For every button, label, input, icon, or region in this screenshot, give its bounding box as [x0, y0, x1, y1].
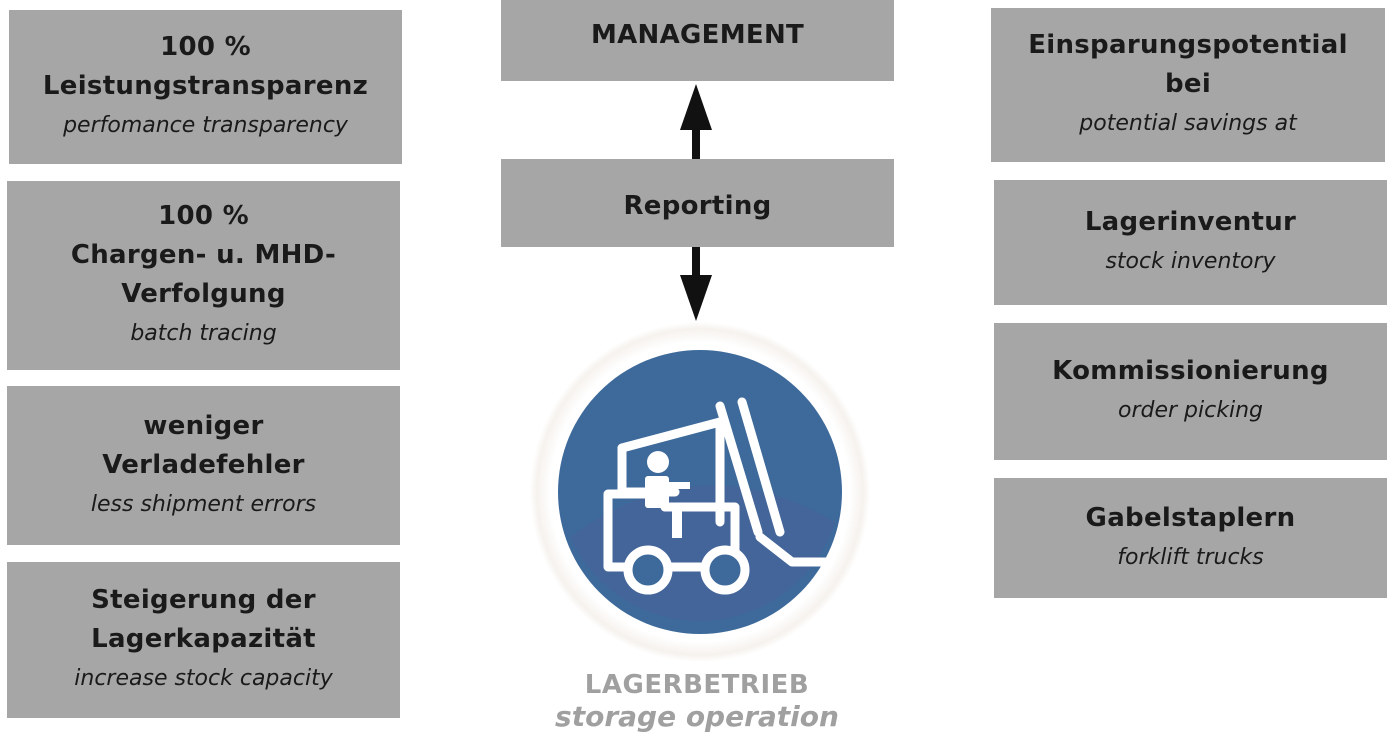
- box-stock-inventory: Lagerinventur stock inventory: [994, 180, 1387, 305]
- box-potential-savings: Einsparungspotential bei potential savin…: [991, 8, 1385, 162]
- box-management: MANAGEMENT: [501, 0, 894, 81]
- box-subtitle: potential savings at: [1079, 111, 1297, 136]
- box-title-line: weniger: [143, 410, 264, 441]
- box-subtitle: less shipment errors: [90, 491, 317, 517]
- box-title-line: bei: [1164, 69, 1212, 99]
- box-subtitle: batch tracing: [130, 321, 277, 346]
- box-subtitle: order picking: [1118, 398, 1263, 423]
- management-label: MANAGEMENT: [590, 20, 805, 50]
- box-title-line: Verladefehler: [102, 449, 305, 480]
- forklift-icon: [530, 322, 870, 662]
- box-subtitle: forklift trucks: [1117, 544, 1264, 570]
- box-performance-transparency: 100 % Leistungstransparenz perfomance tr…: [9, 10, 402, 164]
- box-title-line: Kommissionierung: [1052, 356, 1329, 386]
- arrow-up-icon: [680, 84, 712, 160]
- caption-storage-operation-en: storage operation: [555, 700, 839, 733]
- box-title-line: Leistungstransparenz: [42, 71, 369, 101]
- box-shipment-errors: weniger Verladefehler less shipment erro…: [7, 386, 400, 545]
- box-title-line: 100 %: [158, 201, 249, 231]
- box-subtitle: stock inventory: [1105, 249, 1276, 274]
- box-reporting: Reporting: [501, 159, 894, 247]
- caption-storage-operation-de: LAGERBETRIEB: [584, 670, 810, 700]
- box-batch-tracing: 100 % Chargen- u. MHD- Verfolgung batch …: [7, 181, 400, 370]
- reporting-label: Reporting: [623, 191, 772, 221]
- box-order-picking: Kommissionierung order picking: [994, 323, 1387, 460]
- box-title-line: Gabelstaplern: [1085, 502, 1296, 533]
- box-title-line: Steigerung der: [91, 585, 316, 615]
- storage-operation-emblem: [530, 322, 870, 662]
- box-subtitle: increase stock capacity: [74, 666, 333, 691]
- box-title-line: Einsparungspotential: [1028, 30, 1348, 60]
- arrow-down-icon: [680, 247, 712, 321]
- box-forklift-trucks: Gabelstaplern forklift trucks: [994, 478, 1387, 598]
- box-subtitle: perfomance transparency: [63, 113, 348, 138]
- box-title-line: Chargen- u. MHD-: [70, 240, 337, 270]
- box-title-line: 100 %: [160, 32, 251, 62]
- box-stock-capacity: Steigerung der Lagerkapazität increase s…: [7, 562, 400, 718]
- box-title-line: Lagerinventur: [1084, 207, 1297, 237]
- box-title-line: Verfolgung: [121, 279, 286, 309]
- box-title-line: Lagerkapazität: [91, 624, 316, 654]
